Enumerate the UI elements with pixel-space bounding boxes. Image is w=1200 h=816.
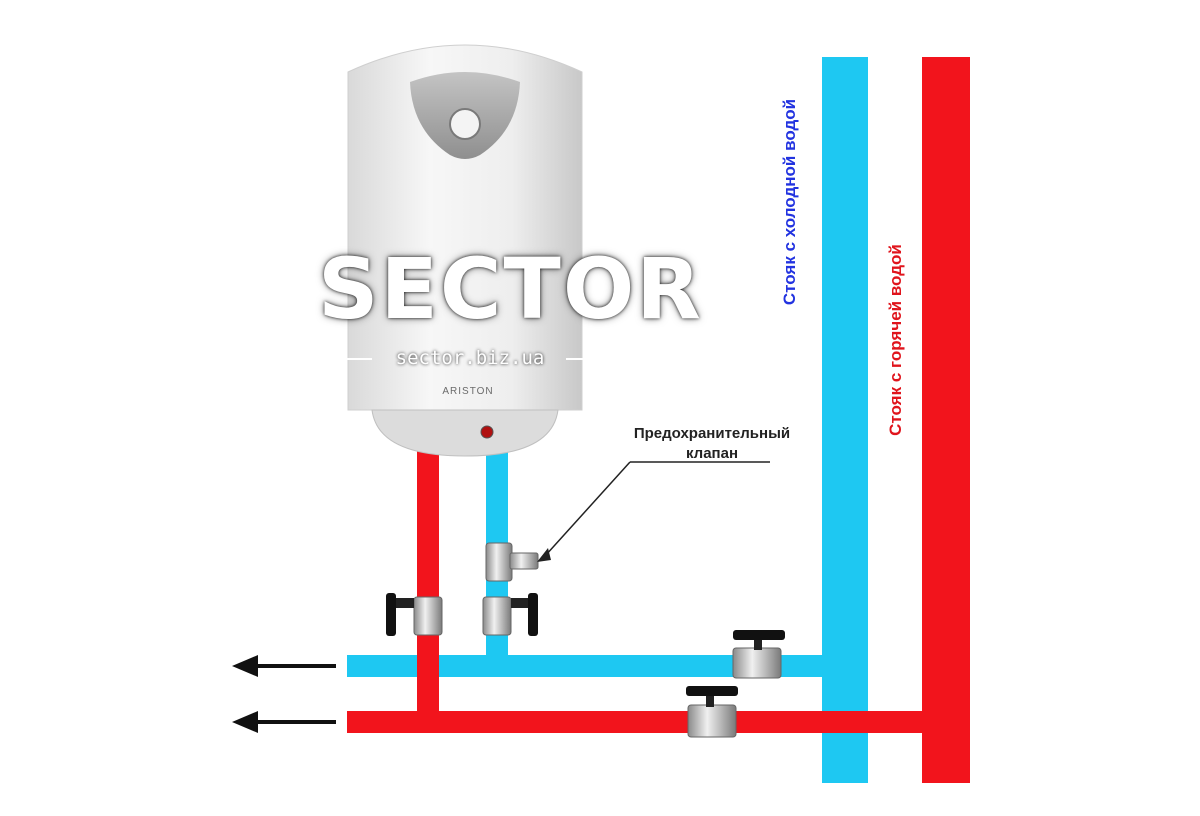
heater-hot-outlet-pipe (417, 448, 439, 733)
ball-valve-heater-hot[interactable] (386, 593, 443, 636)
safety-valve-pointer-arrow (537, 548, 551, 562)
hot-horizontal-pipe (347, 711, 923, 733)
hot-riser-label: Стояк с горячей водой (886, 244, 905, 436)
cold-riser-label: Стояк с холодной водой (780, 98, 799, 306)
thermostat-knob[interactable] (449, 108, 481, 140)
water-heater-tank (347, 44, 583, 457)
cold-riser-pipe (822, 57, 868, 783)
ball-valve-hot-main[interactable] (686, 686, 738, 738)
hot-riser-pipe (922, 57, 970, 783)
ball-valve-cold-main[interactable] (732, 630, 785, 679)
safety-valve-icon (485, 542, 539, 582)
safety-valve-label-line1: Предохранительный (633, 425, 791, 442)
cold-flow-arrow-icon (232, 655, 336, 677)
hot-flow-arrow-icon (232, 711, 336, 733)
watermark-title: SECTOR (318, 240, 703, 338)
watermark-url: sector.biz.ua (395, 347, 545, 369)
safety-valve-label-line2: клапан (685, 445, 739, 462)
safety-valve-label: Предохранительный клапан (612, 424, 812, 464)
ball-valve-heater-cold[interactable] (482, 593, 538, 636)
heater-brand-logo: ARISTON (442, 386, 494, 397)
cold-horizontal-pipe (347, 655, 823, 677)
indicator-light (480, 425, 494, 439)
safety-valve-leader-line (544, 461, 631, 557)
